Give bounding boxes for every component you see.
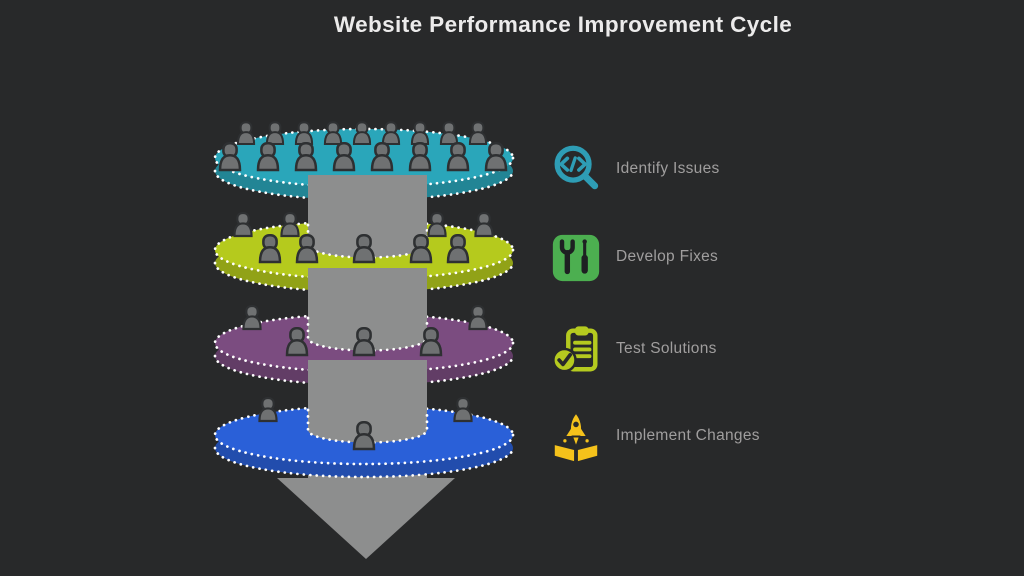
person-icon: [332, 141, 356, 172]
person-icon: [265, 121, 285, 146]
person-icon: [370, 141, 394, 172]
person-icon: [233, 211, 253, 238]
person-icon: [468, 304, 488, 331]
person-icon: [409, 233, 433, 264]
funnel-disc-develop-fixes-disc: [213, 175, 515, 294]
person-icon: [242, 304, 262, 331]
person-icon: [381, 121, 401, 146]
person-icon: [419, 326, 443, 357]
person-icon: [323, 121, 343, 146]
person-icon: [408, 141, 432, 172]
person-icon: [352, 420, 376, 451]
person-icon: [352, 326, 376, 357]
person-icon: [258, 396, 278, 423]
page-title: Website Performance Improvement Cycle: [333, 12, 793, 37]
funnel-disc-implement-changes-disc: [213, 360, 515, 479]
person-icon: [256, 141, 280, 172]
person-icon: [352, 121, 372, 146]
person-icon: [484, 141, 508, 172]
person-icon: [468, 121, 488, 146]
funnel-disc-test-solutions-disc: [213, 268, 515, 387]
person-icon: [446, 141, 470, 172]
person-icon: [294, 141, 318, 172]
person-icon: [352, 233, 376, 264]
person-icon: [285, 326, 309, 357]
funnel-disc-identify-issues-disc: [213, 121, 515, 202]
person-icon: [453, 396, 473, 423]
person-icon: [439, 121, 459, 146]
person-icon: [427, 211, 447, 238]
person-icon: [218, 141, 242, 172]
person-icon: [258, 233, 282, 264]
person-icon: [294, 121, 314, 146]
person-icon: [410, 121, 430, 146]
person-icon: [295, 233, 319, 264]
person-icon: [446, 233, 470, 264]
person-icon: [236, 121, 256, 146]
person-icon: [280, 211, 300, 238]
person-icon: [474, 211, 494, 238]
